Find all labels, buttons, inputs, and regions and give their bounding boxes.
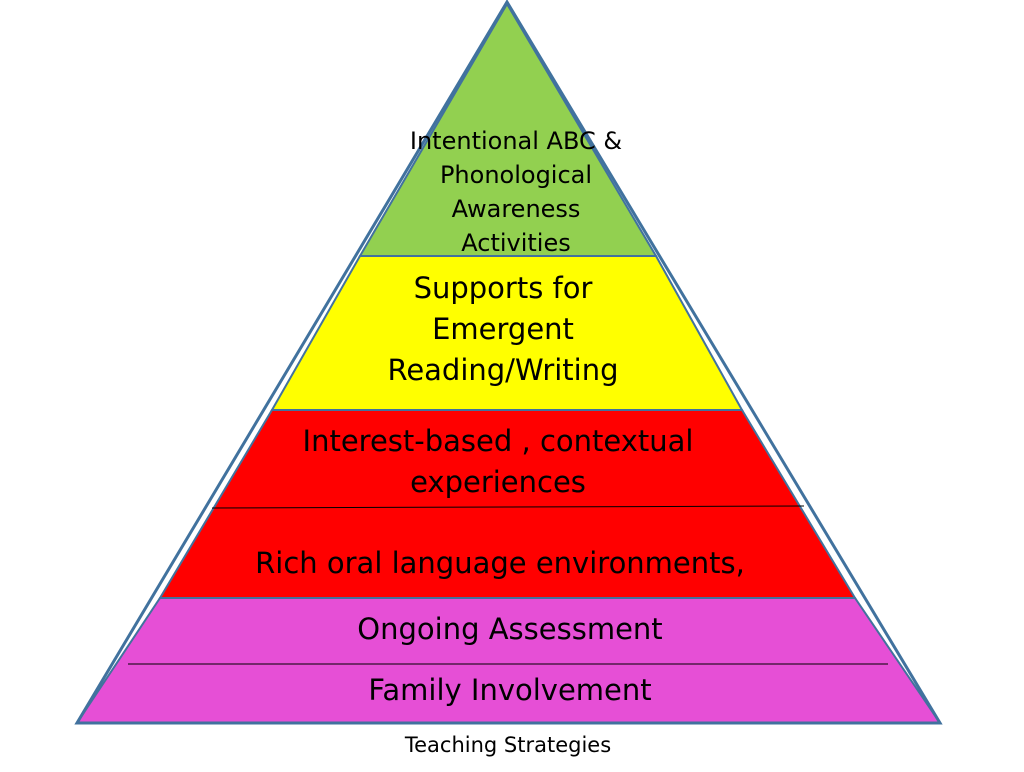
label-line: experiences xyxy=(410,465,586,499)
label-line: Ongoing Assessment xyxy=(357,612,663,646)
middle-divider xyxy=(211,505,805,509)
pyramid-outline xyxy=(74,0,943,725)
label-line: Emergent xyxy=(432,312,574,346)
level-top-label: Intentional ABC & Phonological Awareness… xyxy=(376,124,656,260)
label-line: Activities xyxy=(461,229,571,257)
caption: Teaching Strategies xyxy=(404,733,612,757)
level-middle-lower-label: Rich oral language environments, xyxy=(170,543,830,584)
label-line: Rich oral language environments, xyxy=(255,546,745,580)
level-base-lower-label: Family Involvement xyxy=(220,670,800,711)
label-line: Awareness xyxy=(451,195,581,223)
level-base-upper-label: Ongoing Assessment xyxy=(220,609,800,650)
label-line: Phonological xyxy=(439,161,593,189)
level-second-label: Supports for Emergent Reading/Writing xyxy=(343,268,663,391)
pyramid-top-band xyxy=(358,2,658,257)
label-line: Interest-based , contextual xyxy=(302,424,694,458)
label-line: Intentional ABC & xyxy=(409,127,623,155)
level-middle-upper-label: Interest-based , contextual experiences xyxy=(218,421,778,503)
label-line: Family Involvement xyxy=(368,673,652,707)
label-line: Reading/Writing xyxy=(387,353,619,387)
label-line: Supports for xyxy=(413,271,593,305)
